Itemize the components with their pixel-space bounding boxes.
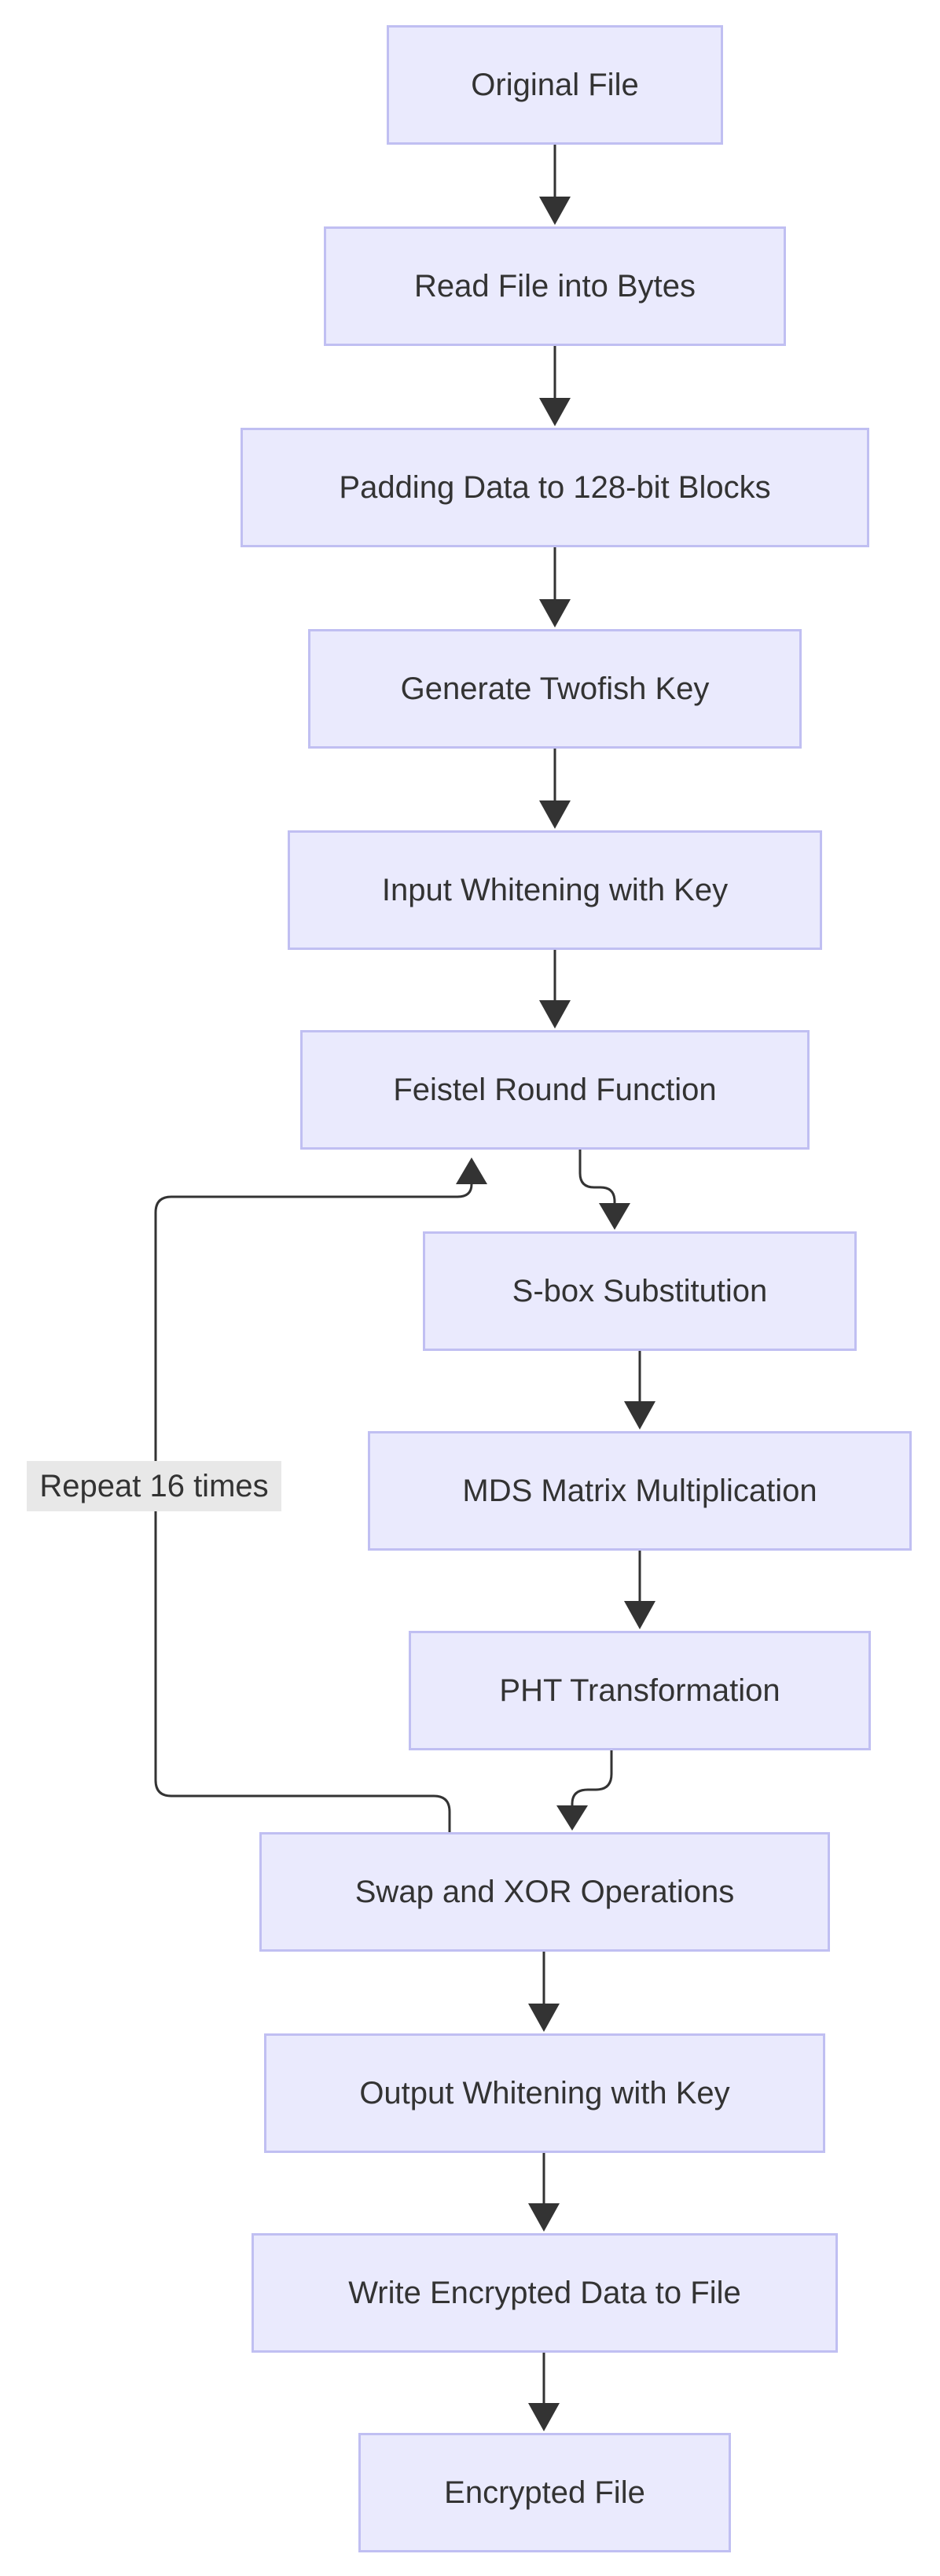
node-original-file: Original File (387, 25, 723, 145)
node-label: Generate Twofish Key (400, 671, 710, 706)
node-input-whitening: Input Whitening with Key (288, 830, 822, 950)
node-label: S-box Substitution (512, 1273, 768, 1308)
arrowhead-feistel-loop (456, 1157, 487, 1184)
node-label: Read File into Bytes (414, 268, 696, 304)
arrowhead-feistel (539, 1000, 571, 1029)
edge-swap-to-feistel-loop (154, 1183, 473, 1832)
node-sbox-substitution: S-box Substitution (423, 1231, 857, 1351)
node-label: Original File (471, 67, 639, 102)
node-label: Feistel Round Function (393, 1072, 717, 1107)
node-label: Padding Data to 128-bit Blocks (339, 469, 771, 505)
edge-pht-to-swap (571, 1750, 613, 1805)
node-label: Output Whitening with Key (359, 2075, 730, 2110)
arrowhead-padding (539, 398, 571, 426)
arrowhead-genkey (539, 599, 571, 627)
node-swap-xor: Swap and XOR Operations (259, 1832, 830, 1952)
node-generate-key: Generate Twofish Key (308, 629, 802, 749)
node-label: Encrypted File (444, 2475, 645, 2510)
node-label: Write Encrypted Data to File (348, 2275, 741, 2310)
arrowhead-pht (624, 1601, 655, 1629)
arrowhead-sbox (599, 1203, 630, 1230)
node-pht-transformation: PHT Transformation (409, 1631, 871, 1750)
arrowhead-encrypted (528, 2403, 560, 2431)
node-feistel-round: Feistel Round Function (300, 1030, 810, 1150)
arrowhead-read (539, 197, 571, 225)
node-label: MDS Matrix Multiplication (462, 1473, 817, 1508)
node-label: Swap and XOR Operations (354, 1874, 735, 1909)
edge-feistel-to-sbox (578, 1150, 616, 1203)
node-write-encrypted: Write Encrypted Data to File (252, 2233, 838, 2353)
node-label: Input Whitening with Key (381, 872, 729, 907)
edge-label-repeat: Repeat 16 times (27, 1461, 281, 1511)
node-padding-data: Padding Data to 128-bit Blocks (241, 428, 869, 547)
arrowhead-write (528, 2203, 560, 2232)
node-output-whitening: Output Whitening with Key (264, 2033, 825, 2153)
node-read-file-into-bytes: Read File into Bytes (324, 226, 786, 346)
arrowhead-mds (624, 1401, 655, 1430)
edge-label-text: Repeat 16 times (39, 1468, 269, 1503)
arrowhead-swap (556, 1805, 588, 1831)
node-mds-matrix: MDS Matrix Multiplication (368, 1431, 912, 1551)
node-encrypted-file: Encrypted File (358, 2433, 731, 2552)
node-label: PHT Transformation (499, 1673, 780, 1708)
arrowhead-inwhite (539, 800, 571, 829)
arrowhead-outwhite (528, 2004, 560, 2032)
